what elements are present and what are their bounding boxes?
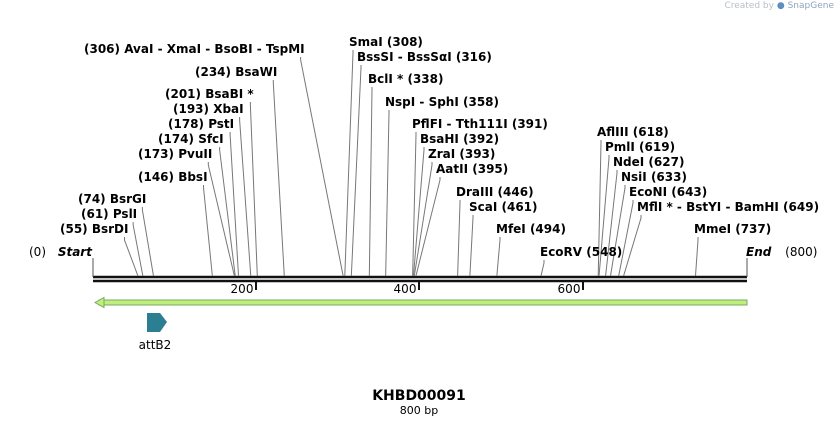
enzyme-connector-line — [300, 57, 344, 277]
start-name: Start — [58, 245, 93, 259]
enzyme-label[interactable]: SmaI (308) — [349, 35, 423, 49]
enzyme-label[interactable]: (74) BsrGI — [78, 192, 146, 206]
enzyme-connector-line — [598, 155, 610, 277]
ruler-ticks: 200 400 600 — [231, 282, 584, 296]
snapgene-branding: Created by ● SnapGene — [724, 1, 834, 11]
start-position: (0) — [29, 245, 46, 259]
enzyme-label[interactable]: ZraI (393) — [428, 147, 495, 161]
enzyme-label[interactable]: PmlI (619) — [605, 140, 675, 154]
enzyme-connector-line — [457, 200, 461, 277]
end-label: End (800) — [746, 245, 817, 259]
enzyme-label[interactable]: (178) PstI — [168, 117, 234, 131]
enzyme-label[interactable]: (61) PslI — [81, 207, 137, 221]
enzyme-connector-line — [540, 260, 545, 277]
feature-attB2[interactable]: attB2 — [139, 313, 172, 352]
end-position: (800) — [785, 245, 817, 259]
enzyme-label[interactable]: (201) BsaBI * — [165, 87, 254, 101]
enzyme-label[interactable]: NsiI (633) — [621, 170, 687, 184]
enzyme-label[interactable]: MfeI (494) — [496, 222, 566, 236]
enzyme-connector-line — [123, 237, 139, 277]
enzyme-connector-line — [239, 117, 252, 277]
enzyme-connector-line — [694, 237, 699, 277]
end-name: End — [746, 245, 772, 259]
enzyme-connector-line — [272, 80, 285, 277]
feature-label: attB2 — [139, 338, 172, 352]
ruler-tick-label: 400 — [394, 282, 417, 296]
enzyme-labels: (55) BsrDI (61) PslI (74) BsrGI (146) Bb… — [60, 35, 819, 259]
enzyme-label[interactable]: ScaI (461) — [469, 200, 538, 214]
enzyme-connector-line — [412, 132, 417, 277]
enzyme-label[interactable]: NspI - SphI (358) — [385, 95, 499, 109]
snapgene-logo-icon: ● — [776, 1, 785, 11]
enzyme-connector-line — [229, 132, 240, 277]
enzyme-label[interactable]: AatII (395) — [436, 162, 508, 176]
enzyme-label[interactable]: PflFI - Tth111I (391) — [412, 117, 548, 131]
enzyme-connector-line — [415, 177, 441, 277]
enzyme-connector-line — [413, 162, 433, 277]
enzyme-connector-line — [623, 215, 642, 277]
enzyme-label[interactable]: (306) AvaI - XmaI - BsoBI - TspMI — [84, 42, 305, 56]
enzyme-label[interactable]: (55) BsrDI — [60, 222, 128, 236]
enzyme-connector-line — [469, 215, 474, 277]
enzyme-label[interactable]: (174) SfcI — [158, 132, 224, 146]
sequence-length: 800 bp — [400, 404, 438, 417]
enzyme-connector-line — [219, 147, 236, 277]
ruler-tick-label: 600 — [558, 282, 581, 296]
sequence-title: KHBD00091 — [372, 388, 466, 404]
enzyme-connector-line — [496, 237, 501, 277]
orf-arrowhead-icon — [93, 296, 105, 309]
enzyme-label[interactable]: BssSI - BssSαI (316) — [357, 50, 492, 64]
enzyme-label[interactable]: (173) PvuII — [138, 147, 212, 161]
ruler-tick-label: 200 — [231, 282, 254, 296]
enzyme-label[interactable]: NdeI (627) — [613, 155, 684, 169]
enzyme-label[interactable]: MmeI (737) — [694, 222, 771, 236]
branding-prefix: Created by — [724, 1, 774, 11]
enzyme-label[interactable]: MflI * - BstYI - BamHI (649) — [637, 200, 819, 214]
enzyme-connector-line — [597, 140, 602, 277]
enzyme-connector-line — [605, 170, 618, 277]
enzyme-label[interactable]: (234) BsaWI — [195, 65, 277, 79]
feature-arrow-icon — [147, 313, 167, 332]
enzyme-label[interactable]: BsaHI (392) — [420, 132, 499, 146]
enzyme-connector-line — [350, 65, 362, 277]
enzyme-label[interactable]: DraIII (446) — [456, 185, 534, 199]
branding-name: SnapGene — [787, 1, 834, 11]
enzyme-connector-line — [368, 87, 373, 277]
enzyme-connector-line — [207, 162, 235, 277]
start-label: (0) Start — [29, 245, 93, 259]
enzyme-connector-line — [141, 207, 154, 277]
enzyme-connector-line — [132, 222, 144, 277]
enzyme-label[interactable]: BclI * (338) — [368, 72, 444, 86]
enzyme-connector-line — [618, 200, 634, 277]
enzyme-label[interactable]: EcoRV (548) — [540, 245, 622, 259]
enzyme-label[interactable]: (146) BbsI — [138, 170, 208, 184]
orf-bar[interactable] — [93, 296, 748, 309]
enzyme-label[interactable]: (193) XbaI — [173, 102, 244, 116]
enzyme-label[interactable]: EcoNI (643) — [629, 185, 707, 199]
enzyme-connector-line — [412, 147, 425, 277]
enzyme-connector-line — [609, 185, 626, 277]
enzyme-connector-line — [203, 185, 213, 277]
enzyme-connector-line — [249, 102, 258, 277]
enzyme-connector-line — [344, 50, 354, 277]
enzyme-connector-line — [385, 110, 390, 277]
enzyme-label[interactable]: AflIII (618) — [597, 125, 669, 139]
enzyme-connector-lines — [123, 50, 699, 277]
